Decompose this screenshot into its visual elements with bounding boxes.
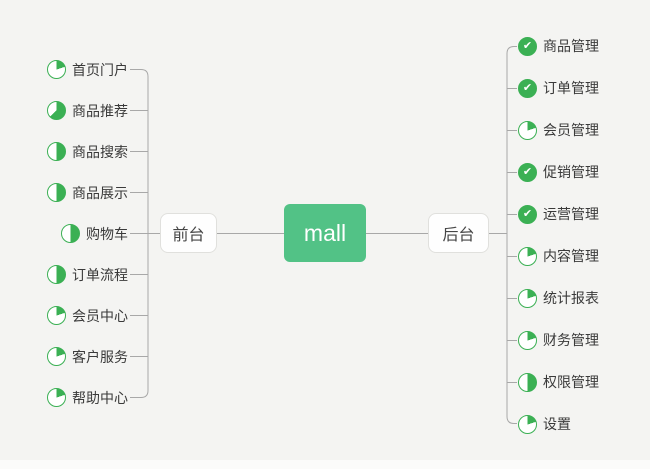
topic-row-order-flow[interactable]: 订单流程: [0, 254, 128, 295]
check-circle-icon: ✔: [518, 162, 537, 182]
topic-row-home-portal[interactable]: 首页门户: [0, 49, 128, 90]
topic-row-operation-mgmt[interactable]: ✔ 运营管理: [518, 193, 650, 235]
back-topics-list: ✔ 商品管理 ✔ 订单管理 会员管理 ✔ 促销管理 ✔ 运营管理 内容管理 统计…: [518, 25, 650, 445]
topic-label: 内容管理: [543, 248, 599, 264]
topic-row-order-mgmt[interactable]: ✔ 订单管理: [518, 67, 650, 109]
back-branch-node[interactable]: 后台: [428, 213, 489, 253]
progress-pie-icon: [47, 388, 66, 407]
root-node[interactable]: mall: [284, 204, 366, 262]
progress-pie-icon: [47, 347, 66, 366]
topic-label: 订单管理: [543, 80, 599, 96]
right-branch-ticks: [507, 88, 517, 383]
left-branch-ticks: [130, 110, 148, 357]
progress-pie-icon: [47, 101, 66, 120]
topic-label: 会员管理: [543, 122, 599, 138]
right-branch-bracket: [506, 46, 517, 424]
front-branch-label: 前台: [172, 227, 205, 244]
topic-label: 商品展示: [72, 184, 128, 201]
progress-pie-icon: [518, 372, 537, 392]
topic-label: 财务管理: [543, 332, 599, 348]
root-node-label: mall: [303, 219, 347, 246]
topic-row-member-center[interactable]: 会员中心: [0, 295, 128, 336]
check-circle-icon: ✔: [518, 78, 537, 98]
topic-row-customer-service[interactable]: 客户服务: [0, 336, 128, 377]
topic-label: 统计报表: [543, 290, 599, 306]
topic-row-settings[interactable]: 设置: [518, 403, 650, 445]
progress-pie-icon: [518, 414, 537, 434]
topic-label: 首页门户: [72, 61, 128, 78]
left-branch-bracket: [130, 69, 149, 398]
topic-row-content-mgmt[interactable]: 内容管理: [518, 235, 650, 277]
back-branch-label: 后台: [442, 227, 475, 244]
topic-row-cart[interactable]: 购物车: [0, 213, 128, 254]
progress-pie-icon: [518, 330, 537, 350]
check-circle-icon: ✔: [518, 36, 537, 56]
topic-label: 客户服务: [72, 348, 128, 365]
front-topics-list: 首页门户 商品推荐 商品搜索 商品展示 购物车 订单流程 会员中心 客户服务 帮…: [0, 49, 128, 418]
topic-label: 帮助中心: [72, 389, 128, 406]
topic-row-permission-mgmt[interactable]: 权限管理: [518, 361, 650, 403]
topic-row-product-recommend[interactable]: 商品推荐: [0, 90, 128, 131]
topic-row-product-search[interactable]: 商品搜索: [0, 131, 128, 172]
topic-row-member-mgmt[interactable]: 会员管理: [518, 109, 650, 151]
progress-pie-icon: [518, 246, 537, 266]
progress-pie-icon: [61, 224, 80, 243]
progress-pie-icon: [47, 142, 66, 161]
topic-label: 商品搜索: [72, 143, 128, 160]
topic-row-statistics-report[interactable]: 统计报表: [518, 277, 650, 319]
topic-row-finance-mgmt[interactable]: 财务管理: [518, 319, 650, 361]
topic-label: 促销管理: [543, 164, 599, 180]
topic-row-product-mgmt[interactable]: ✔ 商品管理: [518, 25, 650, 67]
front-branch-node[interactable]: 前台: [160, 213, 217, 253]
topic-label: 权限管理: [543, 374, 599, 390]
topic-row-product-display[interactable]: 商品展示: [0, 172, 128, 213]
progress-pie-icon: [518, 288, 537, 308]
topic-label: 购物车: [86, 225, 128, 242]
topic-label: 运营管理: [543, 206, 599, 222]
progress-pie-icon: [47, 265, 66, 284]
topic-row-promotion-mgmt[interactable]: ✔ 促销管理: [518, 151, 650, 193]
progress-pie-icon: [47, 183, 66, 202]
progress-pie-icon: [47, 306, 66, 325]
progress-pie-icon: [518, 120, 537, 140]
topic-label: 设置: [543, 416, 571, 432]
topic-label: 订单流程: [72, 266, 128, 283]
topic-label: 商品推荐: [72, 102, 128, 119]
progress-pie-icon: [47, 60, 66, 79]
topic-row-help-center[interactable]: 帮助中心: [0, 377, 128, 418]
canvas-bottom-edge: [0, 460, 650, 469]
check-circle-icon: ✔: [518, 204, 537, 224]
topic-label: 会员中心: [72, 307, 128, 324]
topic-label: 商品管理: [543, 38, 599, 54]
